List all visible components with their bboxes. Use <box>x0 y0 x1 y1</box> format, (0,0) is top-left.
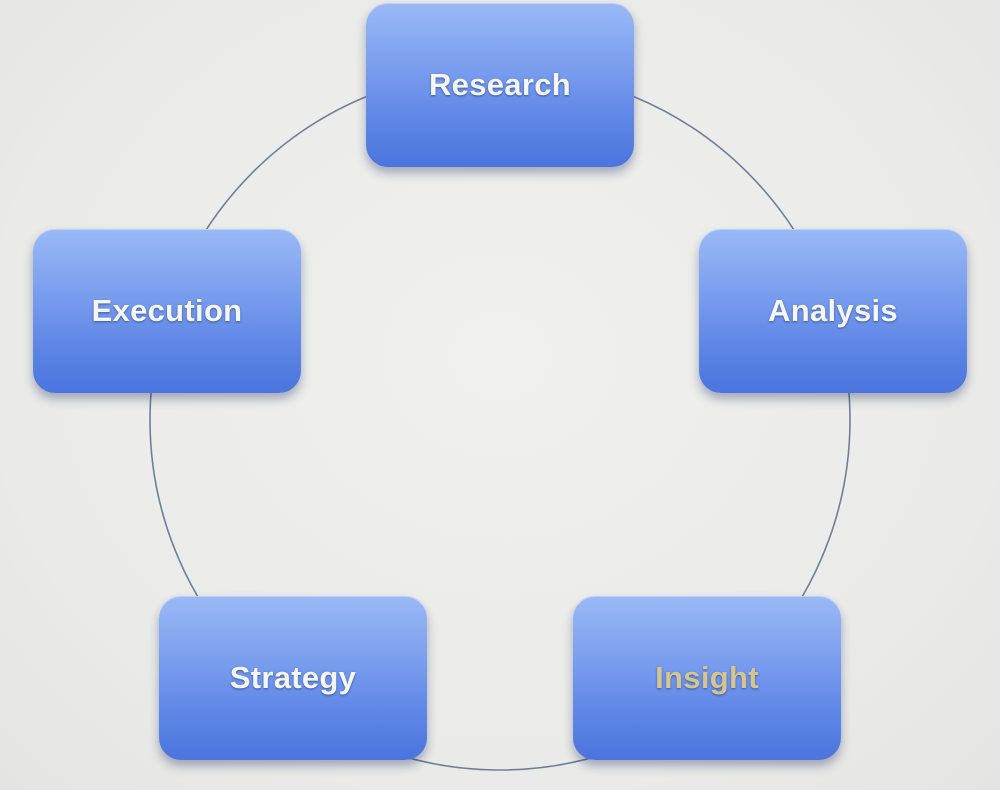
node-execution: Execution <box>33 229 301 393</box>
node-analysis: Analysis <box>699 229 967 393</box>
node-research-label: Research <box>429 67 571 102</box>
node-insight-label: Insight <box>655 660 759 695</box>
node-execution-label: Execution <box>91 293 243 328</box>
node-insight: Insight <box>573 596 841 760</box>
node-research: Research <box>366 3 634 167</box>
node-strategy: Strategy <box>159 596 427 760</box>
node-analysis-label: Analysis <box>768 293 898 328</box>
node-strategy-label: Strategy <box>229 660 357 695</box>
